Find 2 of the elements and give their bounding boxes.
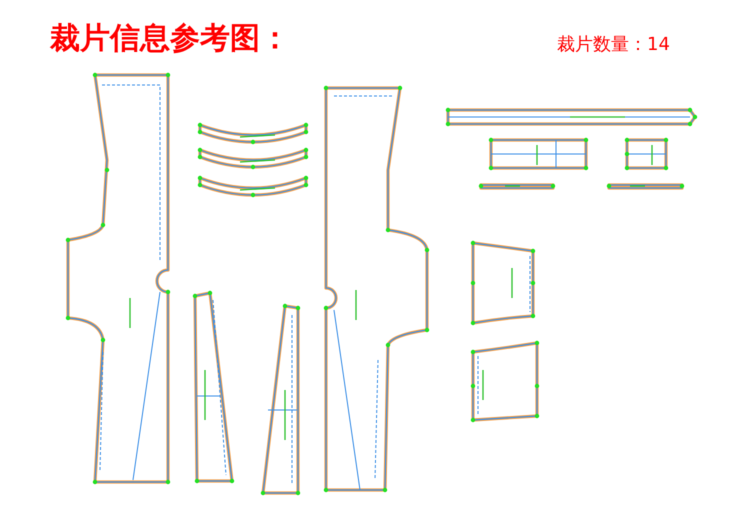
piece-count-note: 裁片数量：14: [557, 33, 670, 56]
diagram-title: 裁片信息参考图：: [50, 20, 290, 58]
